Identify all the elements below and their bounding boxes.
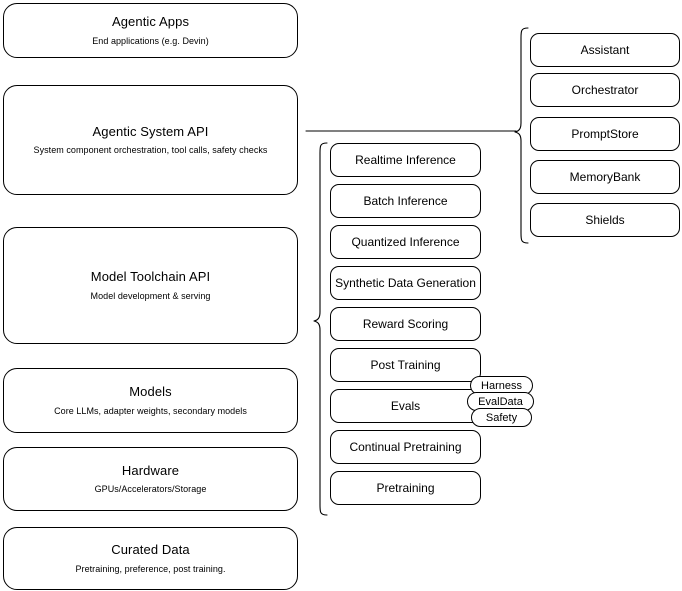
system-component-label: Orchestrator: [571, 82, 639, 97]
system-component-chip-assistant[interactable]: Assistant: [530, 33, 680, 67]
capability-label: Continual Pretraining: [349, 439, 462, 454]
layer-title: Models: [129, 384, 172, 400]
eval-badge-evaldata[interactable]: EvalData: [467, 392, 534, 411]
capability-chip-synthetic-data-generation[interactable]: Synthetic Data Generation: [330, 266, 481, 300]
capability-label: Pretraining: [376, 480, 435, 495]
system-component-chip-orchestrator[interactable]: Orchestrator: [530, 73, 680, 107]
eval-badge-label: Safety: [485, 411, 518, 424]
capability-label: Post Training: [370, 357, 441, 372]
layer-title: Agentic System API: [92, 123, 209, 139]
layer-subtitle: End applications (e.g. Devin): [92, 35, 209, 46]
layer-card-models[interactable]: Models Core LLMs, adapter weights, secon…: [3, 368, 298, 433]
capability-chip-evals[interactable]: Evals: [330, 389, 481, 423]
brace-system-components: [514, 27, 529, 244]
system-component-chip-promptstore[interactable]: PromptStore: [530, 117, 680, 151]
system-component-label: Assistant: [580, 42, 630, 57]
layer-card-model-toolchain-api[interactable]: Model Toolchain API Model development & …: [3, 227, 298, 344]
capability-label: Reward Scoring: [362, 316, 449, 331]
capability-chip-pretraining[interactable]: Pretraining: [330, 471, 481, 505]
capability-label: Evals: [390, 398, 421, 413]
capability-chip-quantized-inference[interactable]: Quantized Inference: [330, 225, 481, 259]
system-component-chip-memorybank[interactable]: MemoryBank: [530, 160, 680, 194]
capability-chip-realtime-inference[interactable]: Realtime Inference: [330, 143, 481, 177]
layer-subtitle: GPUs/Accelerators/Storage: [94, 484, 207, 494]
layer-card-agentic-system-api[interactable]: Agentic System API System component orch…: [3, 85, 298, 195]
capability-label: Realtime Inference: [355, 152, 456, 167]
system-component-label: Shields: [585, 212, 625, 227]
capability-chip-batch-inference[interactable]: Batch Inference: [330, 184, 481, 218]
layer-title: Model Toolchain API: [90, 269, 211, 285]
layer-subtitle: Model development & serving: [90, 290, 211, 301]
eval-badge-label: Harness: [481, 379, 522, 392]
capability-label: Batch Inference: [363, 193, 448, 208]
layer-title: Hardware: [121, 462, 180, 478]
brace-toolchain-capabilities: [313, 142, 328, 516]
capability-chip-continual-pretraining[interactable]: Continual Pretraining: [330, 430, 481, 464]
eval-badge-label: EvalData: [478, 395, 523, 408]
layer-subtitle: System component orchestration, tool cal…: [33, 145, 268, 155]
layer-title: Agentic Apps: [111, 14, 190, 30]
system-component-label: PromptStore: [571, 126, 639, 141]
layer-title: Curated Data: [111, 542, 190, 558]
capability-label: Synthetic Data Generation: [335, 275, 476, 290]
layer-subtitle: Pretraining, preference, post training.: [75, 563, 226, 574]
layer-subtitle: Core LLMs, adapter weights, secondary mo…: [54, 405, 247, 416]
layer-card-curated-data[interactable]: Curated Data Pretraining, preference, po…: [3, 527, 298, 590]
capability-chip-reward-scoring[interactable]: Reward Scoring: [330, 307, 481, 341]
layer-card-hardware[interactable]: Hardware GPUs/Accelerators/Storage: [3, 447, 298, 511]
eval-badge-safety[interactable]: Safety: [471, 408, 532, 427]
capability-label: Quantized Inference: [351, 234, 460, 249]
system-component-label: MemoryBank: [569, 169, 641, 184]
layer-card-agentic-apps[interactable]: Agentic Apps End applications (e.g. Devi…: [3, 3, 298, 58]
capability-chip-post-training[interactable]: Post Training: [330, 348, 481, 382]
system-component-chip-shields[interactable]: Shields: [530, 203, 680, 237]
